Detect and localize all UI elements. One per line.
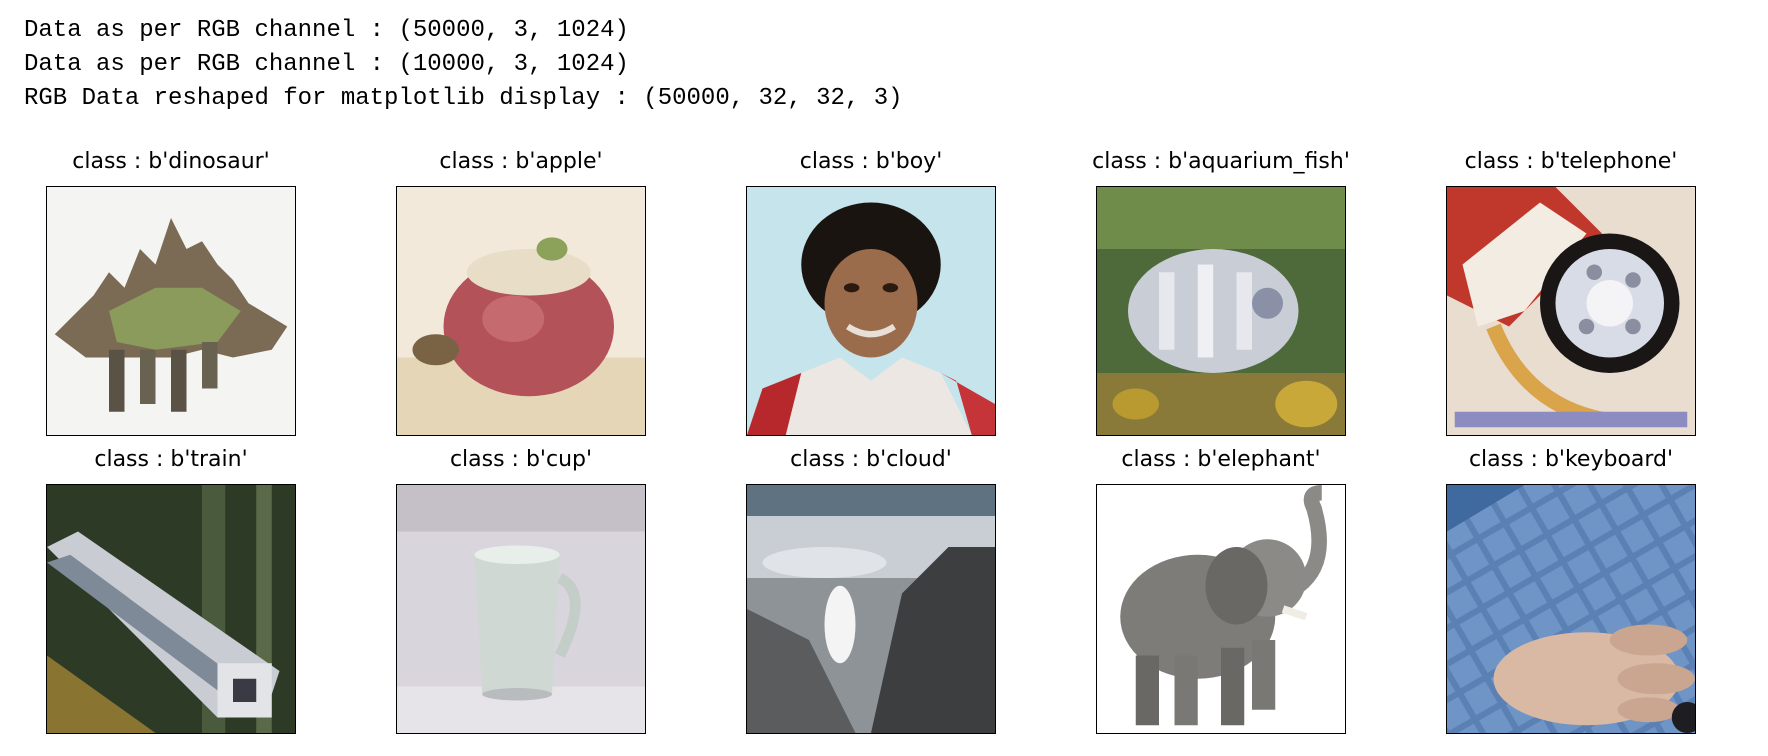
output-line: RGB Data reshaped for matplotlib display… [24, 85, 903, 112]
dinosaur-image [46, 186, 296, 436]
image-title: class : b'keyboard' [1468, 447, 1674, 472]
aquarium-fish-image [1096, 186, 1346, 436]
train-image [46, 484, 296, 734]
cell-output-text: Data as per RGB channel : (50000, 3, 102… [24, 14, 903, 116]
image-title: class : b'aquarium_fish' [1092, 149, 1350, 174]
output-line: Data as per RGB channel : (50000, 3, 102… [24, 17, 629, 44]
elephant-image [1096, 484, 1346, 734]
cup-image [396, 484, 646, 734]
image-title: class : b'cup' [449, 447, 593, 472]
telephone-image [1446, 186, 1696, 436]
image-title: class : b'boy' [799, 149, 943, 174]
image-title: class : b'telephone' [1464, 149, 1678, 174]
image-title: class : b'dinosaur' [72, 149, 270, 174]
image-title: class : b'train' [94, 447, 248, 472]
image-title: class : b'apple' [439, 149, 603, 174]
boy-image [746, 186, 996, 436]
cloud-image [746, 484, 996, 734]
output-line: Data as per RGB channel : (10000, 3, 102… [24, 51, 629, 78]
keyboard-image [1446, 484, 1696, 734]
image-title: class : b'cloud' [790, 447, 952, 472]
apple-image [396, 186, 646, 436]
image-title: class : b'elephant' [1121, 447, 1321, 472]
